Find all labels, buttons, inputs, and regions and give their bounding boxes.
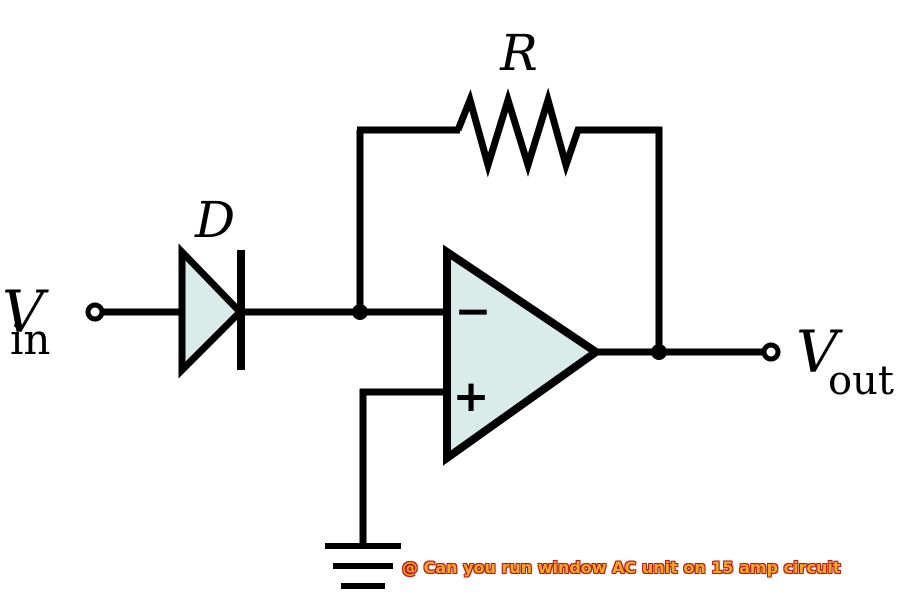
resistor-label: R	[499, 24, 538, 82]
vout-label: V	[796, 318, 843, 386]
terminal-vin	[85, 302, 105, 322]
junction-node-output	[651, 344, 667, 360]
junction-node-input	[352, 304, 368, 320]
vin-label: V	[2, 278, 49, 346]
watermark-caption: @ Can you run window AC unit on 15 amp c…	[402, 558, 841, 577]
opamp-noninverting-sign: +	[453, 371, 490, 422]
diode-label: D	[194, 191, 235, 249]
ground-icon	[325, 543, 401, 589]
opamp-triangle	[443, 244, 604, 466]
vin-subscript: in	[10, 315, 50, 364]
diode-triangle	[178, 243, 245, 379]
resistor-zigzag	[454, 87, 587, 178]
terminal-vout	[761, 342, 781, 362]
vout-subscript: out	[828, 358, 894, 404]
opamp-inverting-sign: −	[455, 286, 492, 337]
